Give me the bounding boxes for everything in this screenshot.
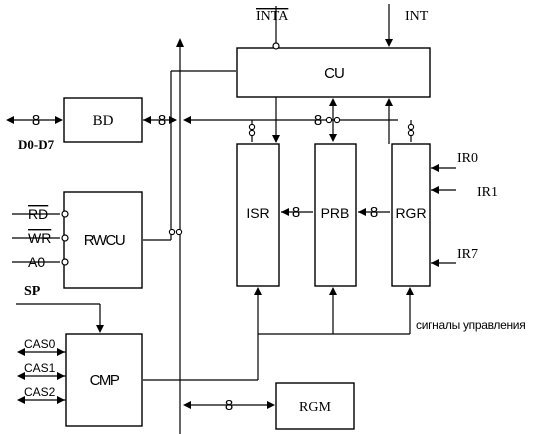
ir0-label: IR0: [457, 151, 478, 166]
prb-block: PRB: [314, 143, 357, 287]
cas2-label: CAS2: [24, 385, 56, 399]
control-signals-label: сигналы управления: [416, 318, 525, 332]
bus-width-bd: 8: [158, 112, 166, 129]
bd-label: BD: [93, 113, 114, 129]
arrowheads: [6, 38, 439, 409]
bus-width-isr: 8: [292, 204, 300, 221]
ir7-arrowhead: [431, 259, 439, 267]
rgr-to-cu-arrowhead: [385, 98, 393, 106]
inta-label: INTA: [256, 9, 289, 24]
connectors: [61, 42, 415, 266]
rgr-block: RGR: [391, 143, 431, 287]
a0-inversion-circle: [61, 258, 69, 266]
rgm-block: RGM: [275, 382, 355, 430]
rgr-label: RGR: [395, 205, 426, 221]
bd-in-arrowhead: [55, 116, 63, 124]
isr-label: ISR: [246, 205, 269, 221]
bus-width-labels: 8 8 8 8 8 8: [32, 112, 378, 414]
signal-labels: INTA INT D0-D7 RD WR A0 SP CAS0 CAS1 CAS…: [18, 9, 526, 399]
a0-label: A0: [28, 254, 45, 270]
d0-d7-label: D0-D7: [18, 137, 55, 152]
cu-label: CU: [324, 65, 344, 82]
wr-inversion-circle: [61, 234, 69, 242]
isr-control-arrowhead: [254, 287, 262, 295]
prb-label: PRB: [321, 205, 350, 221]
inta-inversion-circle: [272, 42, 280, 50]
rwcu-block: RWCU: [63, 191, 143, 289]
bd-out-arrowhead: [143, 116, 151, 124]
cas2-left-arrowhead: [17, 396, 25, 404]
prb-control-arrowhead: [329, 287, 337, 295]
prb-bus-tap-circle: [325, 116, 333, 124]
cas2-right-arrowhead: [57, 396, 65, 404]
bus-join-left-arrowhead: [183, 116, 191, 124]
cas0-left-arrowhead: [17, 348, 25, 356]
rwcu-bus-tap-circle: [175, 228, 183, 236]
rgm-bus-left-arrowhead: [183, 401, 191, 409]
bus-width-prb: 8: [370, 204, 378, 221]
bus-width-rgm: 8: [225, 397, 233, 414]
bus-join-right-arrowhead: [169, 116, 177, 124]
rgr-control-arrowhead: [406, 287, 414, 295]
vertical-bus-top-arrowhead: [176, 38, 184, 47]
rgr-to-prb-arrowhead: [358, 208, 366, 216]
rgm-label: RGM: [299, 400, 331, 415]
cas0-label: CAS0: [24, 337, 56, 351]
cas1-right-arrowhead: [57, 372, 65, 380]
sp-label: SP: [24, 284, 41, 299]
prb-to-isr-arrowhead: [281, 208, 289, 216]
cu-to-prb-arrowhead: [329, 134, 337, 142]
int-arrowhead: [385, 39, 393, 47]
d0-bus-left-arrowhead: [6, 116, 14, 124]
prb-bus-tap-circle: [333, 116, 341, 124]
rgr-bus-tap-circle: [407, 123, 415, 131]
int-label: INT: [405, 9, 429, 24]
cas1-left-arrowhead: [17, 372, 25, 380]
rgr-bus-tap-circle: [407, 129, 415, 137]
isr-bus-tap-circle: [248, 129, 256, 137]
ir1-arrowhead: [431, 186, 439, 194]
cu-block: CU: [236, 47, 431, 98]
rd-inversion-circle: [61, 210, 69, 218]
cas0-right-arrowhead: [57, 348, 65, 356]
cu-to-isr-arrowhead: [272, 135, 280, 143]
bus-width-cu: 8: [314, 112, 322, 129]
cmp-label: CMP: [90, 372, 120, 389]
cas1-label: CAS1: [24, 361, 56, 375]
isr-bus-tap-circle: [248, 123, 256, 131]
bd-block: BD: [63, 97, 143, 143]
bus-width-d0-d7: 8: [32, 112, 40, 129]
rwcu-label: RWCU: [84, 232, 125, 249]
ir7-label: IR7: [457, 247, 478, 262]
prb-to-cu-arrowhead: [329, 98, 337, 106]
ir0-arrowhead: [431, 164, 439, 172]
rgm-bus-right-arrowhead: [267, 401, 275, 409]
rwcu-bus-tap-circle: [168, 228, 176, 236]
sp-arrowhead: [96, 325, 104, 333]
wr-label: WR: [28, 230, 51, 246]
ir1-label: IR1: [477, 185, 498, 200]
cmp-block: CMP: [65, 333, 143, 427]
blocks: BD RWCU CMP CU ISR PRB RGR RGM: [63, 47, 431, 430]
rd-label: RD: [28, 206, 48, 222]
isr-block: ISR: [236, 143, 280, 287]
